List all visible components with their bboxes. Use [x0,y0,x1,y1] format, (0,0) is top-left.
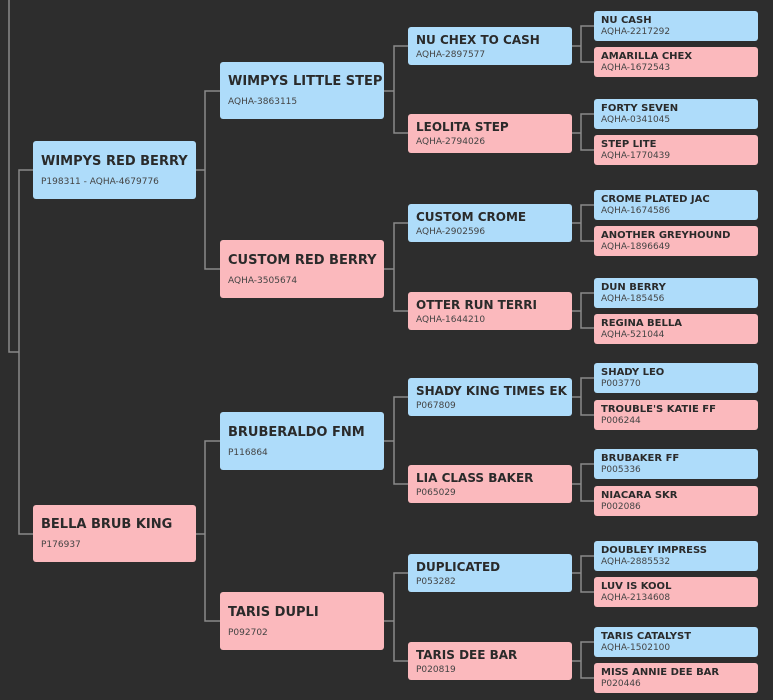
horse-name: CUSTOM RED BERRY [228,252,377,268]
horse-name: LEOLITA STEP [416,120,509,134]
horse-name: NU CASH [601,15,652,26]
horse-name: LIA CLASS BAKER [416,470,534,485]
pedigree-node-sire[interactable]: DOUBLEY IMPRESS AQHA-2885532 [594,541,758,571]
pedigree-node-sire[interactable]: BRUBERALDO FNM P116864 [220,412,384,470]
horse-name: CROME PLATED JAC [601,194,710,205]
registration-number: AQHA-521044 [601,330,665,340]
pedigree-node-dam[interactable]: LUV IS KOOL AQHA-2134608 [594,577,758,607]
pedigree-node-sire[interactable]: DUPLICATED P053282 [408,554,572,592]
pedigree-node-sire[interactable]: SHADY LEO P003770 [594,363,758,393]
horse-name: BELLA BRUB KING [41,517,173,532]
registration-number: P006244 [601,416,641,426]
registration-number: P053282 [416,576,456,587]
pedigree-node-sire[interactable]: NU CASH AQHA-2217292 [594,11,758,41]
horse-name: REGINA BELLA [601,318,682,329]
horse-name: DOUBLEY IMPRESS [601,545,707,556]
registration-number: P002086 [601,502,641,512]
horse-name: DUN BERRY [601,282,666,293]
pedigree-node-dam[interactable]: MISS ANNIE DEE BAR P020446 [594,663,758,693]
pedigree-node-sire[interactable]: SHADY KING TIMES EK P067809 [408,378,572,416]
registration-number: P092702 [228,627,268,638]
pedigree-node-dam[interactable]: REGINA BELLA AQHA-521044 [594,314,758,344]
registration-number: AQHA-1896649 [601,242,671,252]
pedigree-node-sire[interactable]: DUN BERRY AQHA-185456 [594,278,758,308]
registration-number: P020819 [416,664,456,675]
horse-name: TARIS DEE BAR [416,647,518,662]
horse-name: BRUBERALDO FNM [228,424,365,440]
registration-number: AQHA-0341045 [601,115,671,125]
registration-number: AQHA-1770439 [601,151,671,161]
pedigree-node-dam[interactable]: LEOLITA STEP AQHA-2794026 [408,114,572,153]
pedigree-node-sire[interactable]: CROME PLATED JAC AQHA-1674586 [594,190,758,220]
horse-name: SHADY LEO [601,367,665,378]
pedigree-node-dam[interactable]: OTTER RUN TERRI AQHA-1644210 [408,292,572,330]
registration-number: P116864 [228,447,268,458]
registration-number: AQHA-1672543 [601,63,671,73]
pedigree-node-dam[interactable]: TARIS DUPLI P092702 [220,592,384,650]
pedigree-node-sire[interactable]: WIMPYS RED BERRY P198311 - AQHA-4679776 [33,141,196,199]
registration-number: AQHA-3505674 [228,275,298,286]
registration-number: P005336 [601,465,641,475]
pedigree-node-dam[interactable]: CUSTOM RED BERRY AQHA-3505674 [220,240,384,298]
pedigree-node-dam[interactable]: TROUBLE'S KATIE FF P006244 [594,400,758,430]
pedigree-node-sire[interactable]: FORTY SEVEN AQHA-0341045 [594,99,758,129]
horse-name: LUV IS KOOL [601,581,672,592]
pedigree-node-dam[interactable]: STEP LITE AQHA-1770439 [594,135,758,165]
horse-name: NU CHEX TO CASH [416,32,540,47]
pedigree-node-dam[interactable]: AMARILLA CHEX AQHA-1672543 [594,47,758,77]
horse-name: ANOTHER GREYHOUND [601,230,731,241]
registration-number: AQHA-2885532 [601,557,671,567]
horse-name: FORTY SEVEN [601,103,679,114]
registration-number: P067809 [416,400,456,411]
horse-name: OTTER RUN TERRI [416,297,537,312]
horse-name: DUPLICATED [416,559,501,574]
horse-name: WIMPYS RED BERRY [41,153,188,169]
pedigree-node-sire[interactable]: NU CHEX TO CASH AQHA-2897577 [408,27,572,65]
horse-name: CUSTOM CROME [416,209,527,224]
registration-number: P020446 [601,679,641,689]
horse-name: TROUBLE'S KATIE FF [601,404,716,415]
registration-number: AQHA-2134608 [601,593,671,603]
horse-name: NIACARA SKR [601,490,678,501]
horse-name: SHADY KING TIMES EK [416,383,567,398]
horse-name: AMARILLA CHEX [601,51,693,62]
horse-name: TARIS DUPLI [228,604,319,620]
horse-name: TARIS CATALYST [601,631,692,642]
registration-number: AQHA-185456 [601,294,665,304]
registration-number: AQHA-2794026 [416,137,486,147]
horse-name: STEP LITE [601,139,657,150]
pedigree-node-sire[interactable]: BRUBAKER FF P005336 [594,449,758,479]
registration-number: P176937 [41,540,81,550]
pedigree-node-dam[interactable]: LIA CLASS BAKER P065029 [408,465,572,503]
pedigree-node-sire[interactable]: WIMPYS LITTLE STEP AQHA-3863115 [220,62,384,119]
pedigree-node-dam[interactable]: NIACARA SKR P002086 [594,486,758,516]
pedigree-node-dam[interactable]: ANOTHER GREYHOUND AQHA-1896649 [594,226,758,256]
registration-number: AQHA-2217292 [601,27,671,37]
horse-name: BRUBAKER FF [601,453,680,464]
horse-name: WIMPYS LITTLE STEP [228,74,383,89]
pedigree-node-sire[interactable]: CUSTOM CROME AQHA-2902596 [408,204,572,242]
registration-number: P198311 - AQHA-4679776 [41,176,159,187]
registration-number: AQHA-1502100 [601,643,671,653]
registration-number: AQHA-2897577 [416,49,486,60]
pedigree-node-sire[interactable]: TARIS CATALYST AQHA-1502100 [594,627,758,657]
registration-number: AQHA-1674586 [601,206,671,216]
registration-number: P065029 [416,487,456,498]
registration-number: AQHA-1644210 [416,314,486,325]
pedigree-node-dam[interactable]: BELLA BRUB KING P176937 [33,505,196,562]
pedigree-node-dam[interactable]: TARIS DEE BAR P020819 [408,642,572,680]
registration-number: AQHA-2902596 [416,226,486,237]
registration-number: P003770 [601,379,641,389]
horse-name: MISS ANNIE DEE BAR [601,667,720,678]
registration-number: AQHA-3863115 [228,97,298,107]
